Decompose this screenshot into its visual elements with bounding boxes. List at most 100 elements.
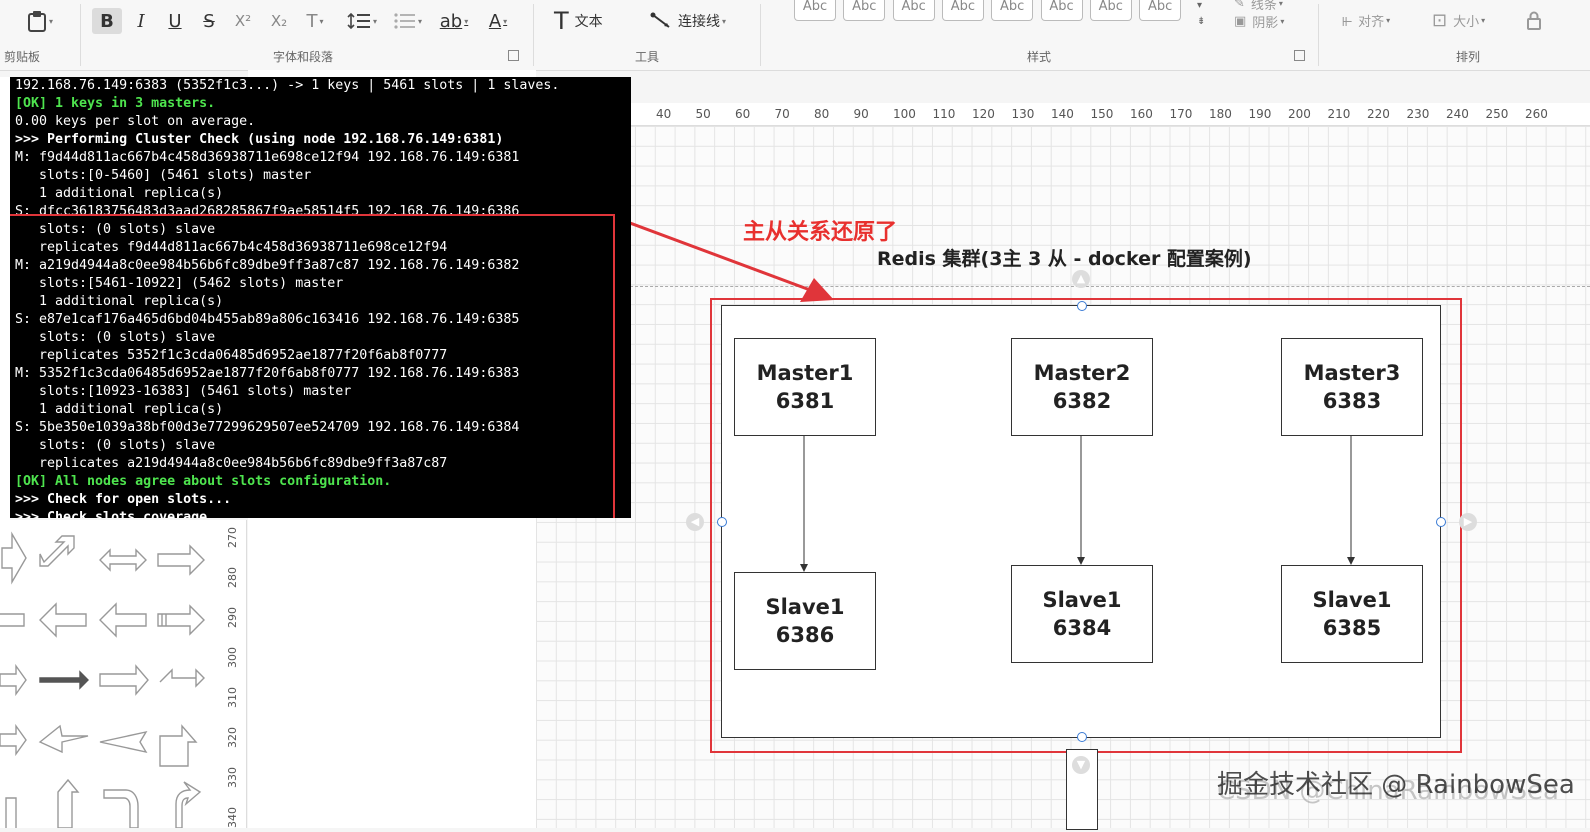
text-highlight-button[interactable]: ab▾ xyxy=(439,10,469,32)
divider xyxy=(1318,4,1319,66)
text-tool-button[interactable]: T 文本 xyxy=(554,7,603,35)
styles-dialog-launcher[interactable] xyxy=(1294,50,1305,61)
ruler-tick: 160 xyxy=(1130,107,1153,121)
resize-handle-right[interactable] xyxy=(1436,517,1446,527)
terminal-line: [OK] 1 keys in 3 masters. xyxy=(15,96,216,111)
lock-button[interactable] xyxy=(1526,10,1542,30)
expand-left-icon[interactable]: ◀ xyxy=(686,513,704,531)
terminal-line: S: 5be350e1039a38bf00d3e77299629507ee524… xyxy=(15,420,520,435)
terminal-line: 1 additional replica(s) xyxy=(15,402,224,417)
annotation-text[interactable]: 主从关系还原了 xyxy=(743,220,898,245)
list-button[interactable]: ▾ xyxy=(390,8,426,34)
shadow-label: 阴影 xyxy=(1252,16,1279,31)
slave-node-1[interactable]: Slave1 6386 xyxy=(734,572,876,670)
node-port: 6384 xyxy=(1052,616,1112,640)
ruler-tick: 110 xyxy=(932,107,956,121)
subscript-button[interactable]: X₂ xyxy=(270,12,288,30)
ruler-tick: 40 xyxy=(656,107,672,121)
node-port: 6381 xyxy=(775,389,835,413)
master-node-1[interactable]: Master1 6381 xyxy=(734,338,876,436)
terminal-line: 0.00 keys per slot on average. xyxy=(15,114,256,129)
master-node-2[interactable]: Master2 6382 xyxy=(1011,338,1153,436)
font-color-button[interactable]: A▾ xyxy=(488,10,508,32)
expand-right-icon[interactable]: ▶ xyxy=(1459,513,1477,531)
strikethrough-button[interactable]: S xyxy=(203,10,215,32)
ruler-tick: 200 xyxy=(1288,107,1311,121)
line-spacing-icon xyxy=(347,12,370,30)
ribbon-toolbar: ▾ 剪贴板 B I U S X² X₂ T▾ ▾ ▾ ab▾ A▾ 字体和段落 … xyxy=(0,0,1590,71)
gallery-expand-button[interactable]: ⇟ xyxy=(1197,16,1206,27)
text-tool-icon: T xyxy=(554,7,569,35)
group-label-tools: 工具 xyxy=(635,50,660,64)
style-sample-4[interactable]: Abc xyxy=(941,0,984,21)
window-edge xyxy=(0,77,10,520)
italic-button[interactable]: I xyxy=(137,10,145,32)
text-tool-label: 文本 xyxy=(574,14,603,30)
node-name: Master1 xyxy=(756,361,854,385)
terminal-output: 192.168.76.149:6383 (5352f1c3...) -> 1 k… xyxy=(10,77,631,518)
text-style-label: T xyxy=(306,10,318,32)
style-sample-7[interactable]: Abc xyxy=(1089,0,1132,21)
gallery-more-button[interactable]: ▾ xyxy=(1197,0,1203,11)
ruler-tick: 310 xyxy=(226,687,239,708)
ruler-tick: 130 xyxy=(1011,107,1035,121)
terminal-line: >>> Check slots coverage... xyxy=(15,510,232,518)
slave-node-3[interactable]: Slave1 6385 xyxy=(1281,565,1423,663)
slave-node-2[interactable]: Slave1 6384 xyxy=(1011,565,1153,663)
style-sample-8[interactable]: Abc xyxy=(1139,0,1182,21)
ruler-tick: 260 xyxy=(1525,107,1548,121)
ruler-tick: 170 xyxy=(1169,107,1193,121)
highlight-box xyxy=(10,214,615,518)
terminal-line: M: 5352f1c3cda06485d6952ae1877f20f6ab8f0… xyxy=(15,366,520,381)
resize-handle-bottom[interactable] xyxy=(1077,732,1087,742)
connector-tool-button[interactable]: 连接线▾ xyxy=(650,8,726,34)
ruler-tick: 140 xyxy=(1051,107,1074,121)
style-sample-1[interactable]: Abc xyxy=(794,0,836,21)
node-port: 6382 xyxy=(1052,389,1112,413)
text-style-button[interactable]: T▾ xyxy=(306,10,324,32)
ruler-tick: 190 xyxy=(1248,107,1272,121)
style-sample-3[interactable]: Abc xyxy=(892,0,935,21)
group-label-styles: 样式 xyxy=(1027,50,1052,64)
style-sample-6[interactable]: Abc xyxy=(1040,0,1083,21)
red-arrow-icon[interactable] xyxy=(600,210,860,310)
terminal-line: slots:[10923-16383] (5461 slots) master xyxy=(15,384,352,399)
expand-down-icon[interactable]: ▼ xyxy=(1072,756,1090,774)
superscript-button[interactable]: X² xyxy=(234,12,252,30)
divider xyxy=(80,4,81,66)
line-spacing-button[interactable]: ▾ xyxy=(344,8,380,34)
terminal-line: S: e87e1caf176a465d6bd04b455ab89a806c163… xyxy=(15,312,520,327)
align-button[interactable]: ⫦对齐▾ xyxy=(1342,10,1391,31)
ruler-tick: 60 xyxy=(735,107,751,121)
terminal-line: slots: (0 slots) slave xyxy=(15,222,216,237)
arrow-shapes-icon[interactable] xyxy=(0,520,226,829)
size-button[interactable]: ⊡大小▾ xyxy=(1432,10,1486,31)
resize-handle-top[interactable] xyxy=(1077,301,1087,311)
style-sample-2[interactable]: Abc xyxy=(843,0,886,21)
ruler-tick: 70 xyxy=(774,107,790,121)
align-icon: ⫦ xyxy=(1342,10,1353,31)
resize-handle-left[interactable] xyxy=(717,517,727,527)
line-style-button[interactable]: ✎线条▾ xyxy=(1234,0,1283,13)
highlight-label: ab xyxy=(439,10,463,32)
ruler-tick: 50 xyxy=(695,107,711,121)
group-label-font-paragraph: 字体和段落 xyxy=(273,50,334,64)
master-node-3[interactable]: Master3 6383 xyxy=(1281,338,1423,436)
ruler-tick: 90 xyxy=(853,107,869,121)
node-name: Slave1 xyxy=(1312,588,1392,612)
shadow-button[interactable]: ▣阴影▾ xyxy=(1234,14,1285,31)
diagram-title[interactable]: Redis 集群(3主 3 从 - docker 配置案例) xyxy=(877,248,1252,270)
paste-button[interactable]: ▾ xyxy=(22,8,58,34)
line-label: 线条 xyxy=(1250,0,1277,13)
bold-button[interactable]: B xyxy=(92,8,122,34)
font-dialog-launcher[interactable] xyxy=(508,50,519,61)
ruler-tick: 230 xyxy=(1406,107,1430,121)
style-sample-5[interactable]: Abc xyxy=(991,0,1034,21)
ruler-tick: 80 xyxy=(814,107,830,121)
node-port: 6385 xyxy=(1322,616,1382,640)
terminal-window[interactable]: 192.168.76.149:6383 (5352f1c3...) -> 1 k… xyxy=(10,77,631,518)
shape-library-panel xyxy=(0,520,226,829)
underline-button[interactable]: U xyxy=(168,10,182,32)
expand-up-icon[interactable]: ▲ xyxy=(1072,270,1090,288)
